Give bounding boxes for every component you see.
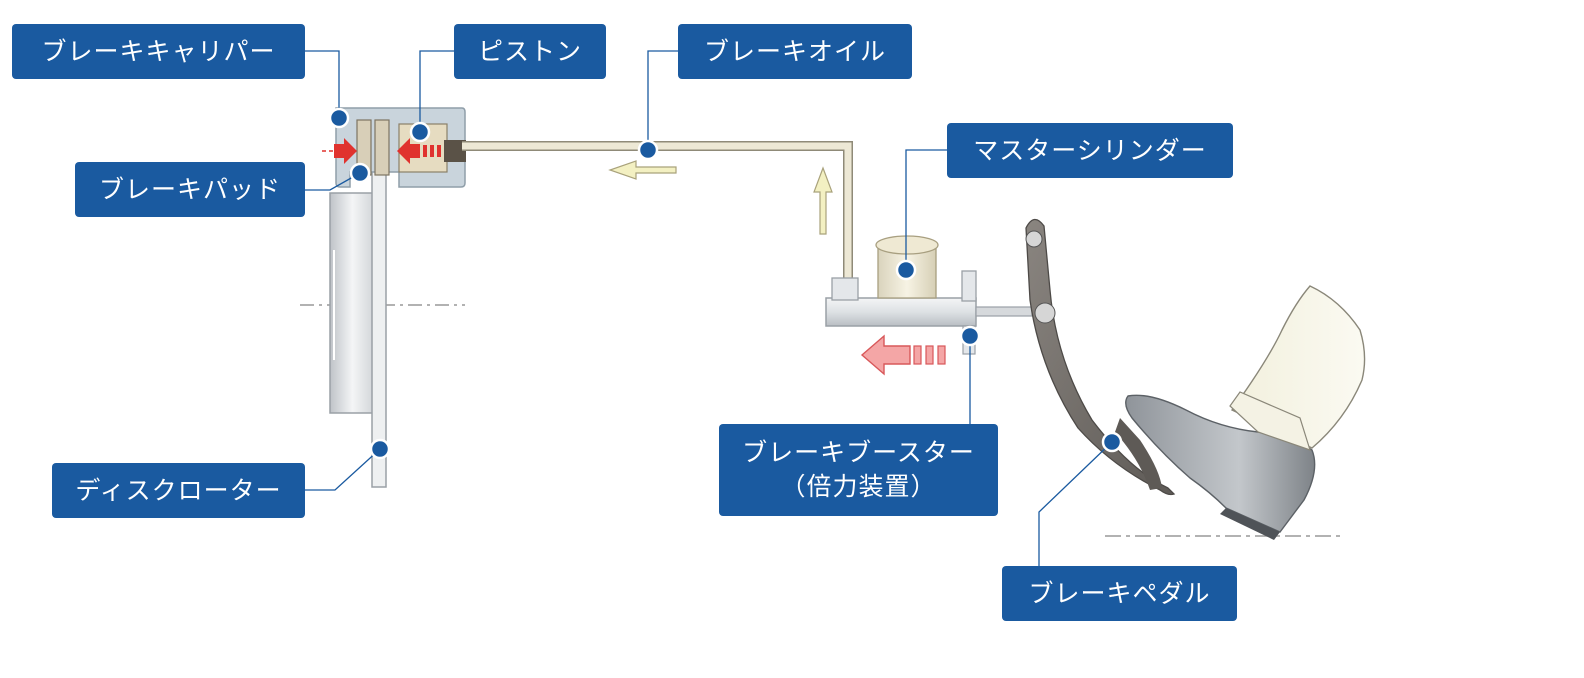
label-brake-pedal: ブレーキペダル bbox=[1002, 566, 1237, 621]
marker-dot bbox=[349, 162, 371, 184]
label-text: ブレーキキャリパー bbox=[41, 36, 276, 66]
label-text: ブレーキパッド bbox=[98, 174, 281, 204]
red-pressure-arrow bbox=[397, 138, 420, 164]
marker-dot bbox=[369, 438, 391, 460]
label-text: ピストン bbox=[477, 36, 582, 66]
label-brake-oil: ブレーキオイル bbox=[678, 24, 912, 79]
label-brake-pad: ブレーキパッド bbox=[75, 162, 305, 217]
marker-dot bbox=[637, 139, 659, 161]
master-cylinder bbox=[825, 235, 1033, 376]
label-text: ブレーキペダル bbox=[1028, 578, 1211, 608]
label-piston: ピストン bbox=[454, 24, 606, 79]
label-disc-rotor: ディスクローター bbox=[52, 463, 305, 518]
marker-dots bbox=[328, 107, 1123, 460]
label-text: ディスクローター bbox=[75, 475, 282, 505]
red-pressure-arrow bbox=[334, 138, 357, 164]
label-text-line1: ブレーキブースター bbox=[742, 438, 975, 467]
brake-pipe bbox=[462, 141, 853, 282]
marker-dot bbox=[409, 121, 431, 143]
foot bbox=[1125, 285, 1366, 540]
marker-dot bbox=[1101, 431, 1123, 453]
label-text-line2: （倍力装置） bbox=[780, 472, 937, 501]
disc-rotor bbox=[329, 164, 387, 488]
label-brake-caliper: ブレーキキャリパー bbox=[12, 24, 305, 79]
label-brake-booster: ブレーキブースター （倍力装置） bbox=[719, 424, 998, 516]
label-master-cylinder: マスターシリンダー bbox=[947, 123, 1233, 178]
brake-pedal bbox=[1025, 218, 1176, 496]
leader-lines bbox=[305, 50, 1113, 566]
label-text: ブレーキオイル bbox=[703, 36, 886, 66]
cream-flow-arrow bbox=[608, 160, 677, 180]
marker-dot bbox=[895, 259, 917, 281]
marker-dot bbox=[328, 107, 350, 129]
label-text: マスターシリンダー bbox=[973, 135, 1207, 165]
red-pressure-arrow bbox=[860, 334, 911, 376]
marker-dot bbox=[959, 325, 981, 347]
cream-flow-arrow bbox=[813, 166, 833, 235]
